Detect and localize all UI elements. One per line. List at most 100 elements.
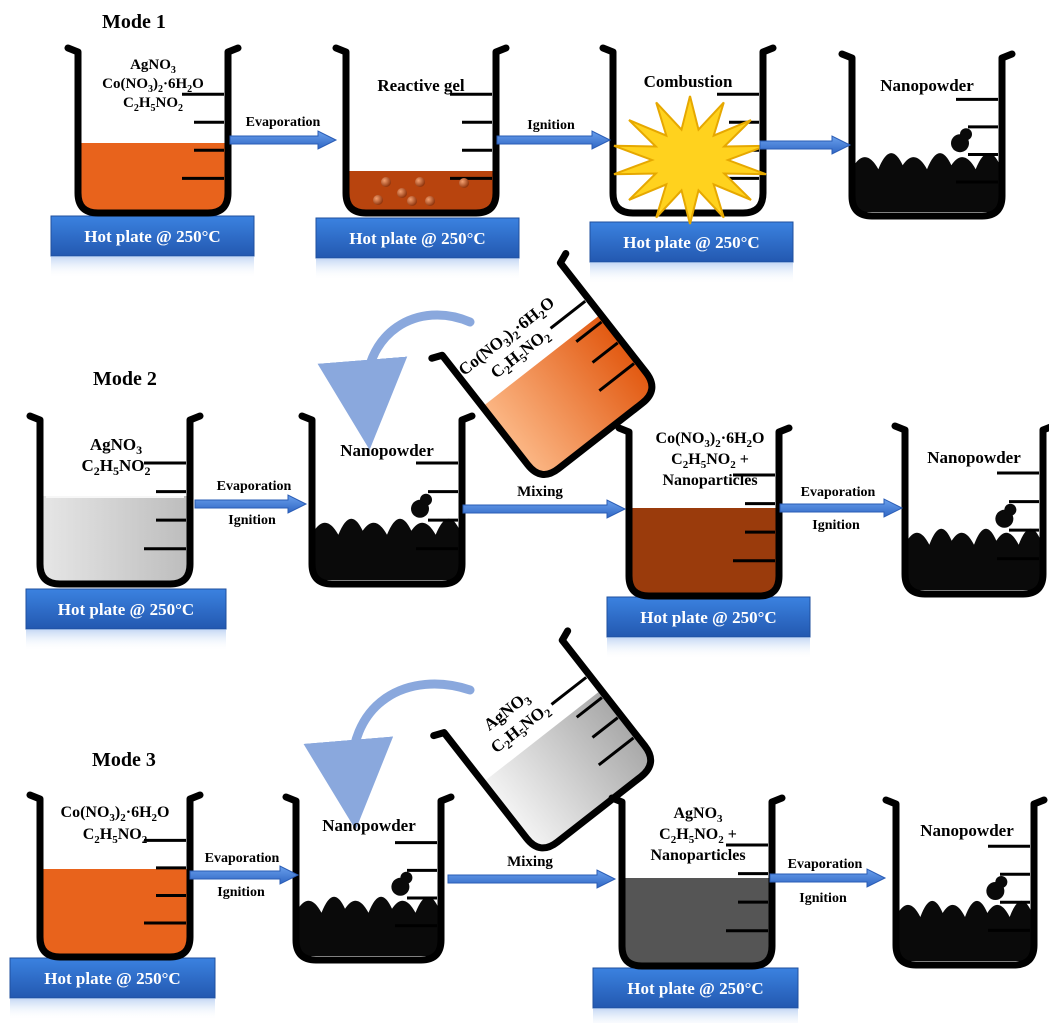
formula-label: Co(NO3)2·6H2O (102, 76, 204, 95)
subscript: 3 (704, 438, 710, 450)
subscript: 3 (136, 443, 142, 457)
text-run: Co(NO (61, 804, 110, 821)
mode-1-hot-plate-1-reflection (51, 256, 254, 278)
mode-3-end-powder (898, 900, 1032, 961)
subscript: 2 (671, 834, 677, 846)
mode-3-arrow-mixing (447, 869, 617, 889)
mode-2-mix-liquid (631, 508, 777, 594)
text-run: 6 (168, 76, 176, 92)
mode-1-gel-bubble (373, 195, 383, 205)
mode-3-title: Mode 3 (92, 749, 156, 771)
mode-2-hot-plate-2 (606, 596, 811, 638)
subscript: 5 (113, 464, 119, 478)
text-run: + (736, 451, 749, 468)
mode-3-tilted-liquid (484, 691, 649, 846)
mode-1-arrow-final (759, 135, 852, 155)
mode-2-arrow-mixing (462, 499, 627, 519)
text-run: O (752, 430, 764, 447)
mode-1-reactive-gel-beaker (332, 44, 510, 217)
mode-2-arrow-1-top: Evaporation (217, 479, 292, 494)
mode-1-arrow-ignition-label: Ignition (527, 118, 575, 133)
text-run: O (192, 76, 204, 92)
mode-1-precursor-beaker (64, 44, 242, 217)
mode-1-gel-bubble (425, 196, 435, 206)
formula-label: AgNO3 (90, 435, 142, 457)
mode-3-mid-powder (298, 896, 439, 956)
mode-1-arrow-evaporation-label: Evaporation (246, 115, 321, 130)
mode-2-mix-beaker (615, 424, 793, 600)
mode-3-mix-liquid (624, 878, 770, 964)
mode-2-arrow-1 (194, 494, 308, 514)
mode-2-hot-plate-1-reflection (26, 629, 226, 651)
text-run: C (83, 826, 95, 843)
mode-2-hot-plate-1-label: Hot plate @ 250°C (58, 600, 194, 619)
mode-1-nanopowder-powder (854, 153, 1000, 212)
mode-3-tilted-beaker (430, 627, 655, 852)
text-run: Nanoparticles (662, 472, 757, 489)
mode-3-arrow-3-bottom: Ignition (799, 891, 847, 906)
formula-label: C2H5NO2 + (659, 826, 737, 846)
mode-3-end-beaker (882, 796, 1048, 969)
mode-3-arrow-1 (189, 865, 300, 885)
mode-2-arrow-3 (779, 498, 904, 518)
text-run: H (139, 804, 152, 821)
mode-1-hot-plate-1 (50, 215, 255, 257)
mode-2-end-powder (907, 528, 1041, 590)
mode-3-start-beaker (26, 791, 204, 961)
text-run: Nanoparticles (650, 847, 745, 864)
mode-1-gel-bubble (407, 196, 417, 206)
mode-3-arrow-1-bottom: Ignition (217, 885, 265, 900)
mode-2-hot-plate-2-label: Hot plate @ 250°C (640, 608, 776, 627)
mode-1-nanopowder-label: Nanopowder (880, 76, 974, 95)
subscript: 2 (747, 438, 753, 450)
formula-label: Co(NO3)2·6H2O (61, 804, 170, 824)
mode-3-tilted-graduation (550, 676, 588, 706)
mode-3-arrow-3 (769, 868, 887, 888)
mode-2-end-label: Nanopowder (927, 448, 1021, 467)
formula-label: AgNO3 (673, 805, 723, 825)
mode-2-tilted-graduation (549, 300, 587, 330)
mode-3-tilted-graduation (575, 696, 603, 719)
mode-3-arrow-mixing-label: Mixing (507, 854, 553, 870)
mode-2-tilted-graduation (598, 362, 635, 392)
text-run: C (659, 826, 671, 843)
subscript: 2 (718, 834, 724, 846)
mode-3-mid-beaker (282, 793, 455, 964)
formula-label: Nanoparticles (650, 847, 745, 864)
mode-2-mid-beaker (298, 412, 476, 588)
text-run: NO (119, 456, 145, 475)
subscript: 5 (112, 834, 118, 846)
subscript: 2 (187, 84, 192, 95)
text-run: AgNO (90, 435, 136, 454)
subscript: 2 (715, 438, 721, 450)
mode-1-nanopowder-powder-lump (960, 128, 972, 141)
text-run: · (163, 76, 168, 92)
text-run: C (671, 451, 683, 468)
mode-1-gel-bubble (459, 178, 469, 188)
mode-1-hot-plate-3-reflection (590, 262, 793, 284)
mode-3-pour-arrow (303, 679, 475, 830)
mode-1-hot-plate-1-label: Hot plate @ 250°C (84, 227, 220, 246)
mode-3-hot-plate-2-reflection (593, 1008, 798, 1023)
mode-1-hot-plate-2-label: Hot plate @ 250°C (349, 229, 485, 248)
mode-2-mid-label: Nanopowder (340, 441, 434, 460)
subscript: 2 (152, 812, 158, 824)
mode-3-start-liquid (42, 869, 188, 955)
text-run: H (139, 95, 151, 111)
text-run: NO (694, 826, 718, 843)
mode-2-arrow-3-top: Evaporation (801, 485, 876, 500)
mode-3-end-powder-lump (995, 876, 1008, 888)
text-run: 6 (726, 430, 734, 447)
subscript: 3 (109, 812, 115, 824)
mode-1-gel-bubble (397, 188, 407, 198)
mode-3-end-label: Nanopowder (920, 821, 1014, 840)
subscript: 5 (689, 834, 695, 846)
text-run: NO (706, 451, 730, 468)
mode-3-tilted-group (430, 627, 655, 852)
mode-1-nanopowder-beaker (838, 50, 1016, 220)
subscript: 5 (701, 459, 707, 471)
text-run: ) (115, 804, 120, 821)
